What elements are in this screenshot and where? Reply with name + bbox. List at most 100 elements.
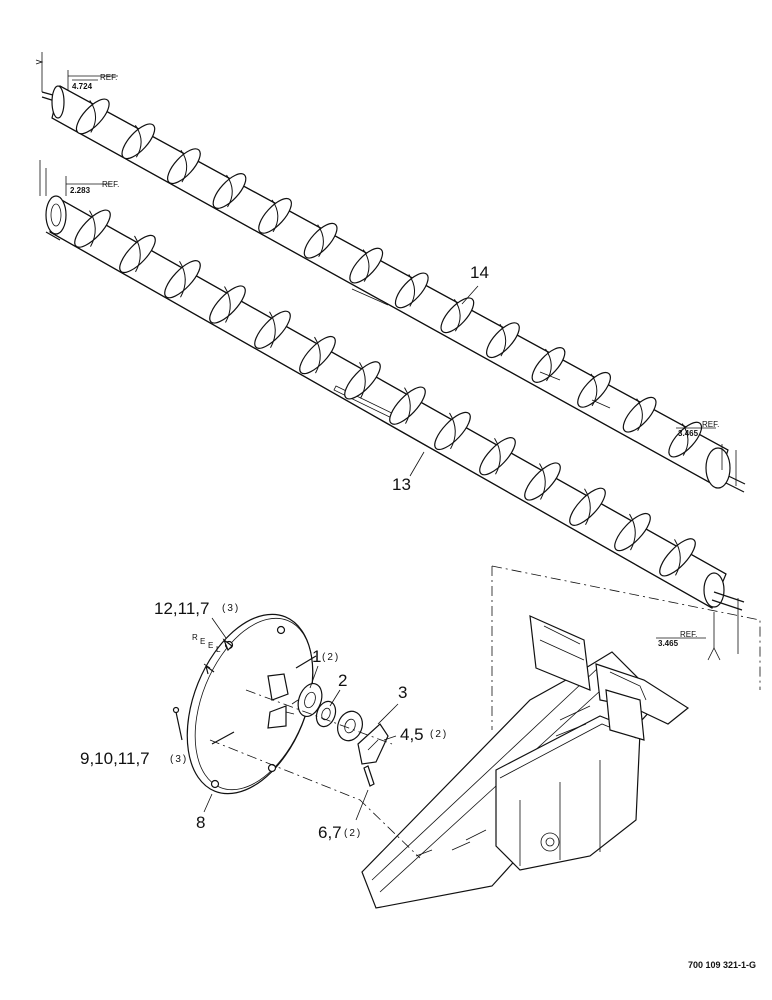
auger-flight-edge: [499, 323, 507, 357]
reel-disc: [186, 613, 317, 795]
auger-flight: [299, 335, 336, 375]
auger-flight: [486, 322, 520, 359]
lower-auger: [45, 195, 745, 611]
auger-flight: [74, 209, 111, 248]
reel-letter-2: E: [200, 637, 205, 646]
auger-flight: [167, 148, 201, 185]
auger-flight: [577, 371, 611, 408]
callout-1-qty: (2): [322, 652, 340, 663]
dimension-upper-right: 3.465 REF.: [676, 420, 737, 486]
auger-flight-edge: [317, 224, 324, 257]
callout-14-text: 14: [470, 263, 489, 282]
dim-frame-right-ref: REF.: [680, 630, 697, 639]
auger-flight: [349, 247, 384, 284]
auger-flight-edge: [89, 210, 96, 247]
callout-12-qty: (3): [222, 603, 240, 614]
auger-flight-edge: [404, 387, 411, 424]
callout-13-text: 13: [392, 475, 411, 494]
auger-flight-edge: [494, 437, 501, 475]
callout-12-text: 12,11,7: [154, 599, 209, 618]
dim-lower-left-ref: REF.: [102, 180, 119, 189]
dim-lower-left-value: 2.283: [70, 186, 91, 195]
auger-flight: [164, 260, 201, 299]
auger-flight-edge: [359, 362, 366, 399]
callout-3: 3: [377, 683, 407, 725]
upper-auger-flights: [75, 98, 703, 458]
reel-label: R E E L: [192, 633, 221, 654]
bolt-9: [172, 706, 183, 741]
drawing-part-number: 700 109 321-1-G: [688, 960, 756, 970]
callout-4-5-text: 4,5: [400, 725, 424, 744]
auger-flight: [668, 421, 703, 458]
auger-flight: [389, 386, 426, 425]
bearing: [315, 700, 337, 728]
auger-flight-edge: [674, 539, 681, 576]
auger-flight: [569, 487, 606, 526]
callout-3-text: 3: [398, 683, 407, 702]
auger-flight: [212, 173, 247, 209]
dim-upper-right-value: 3.465: [678, 429, 699, 438]
upper-auger: [41, 85, 746, 493]
auger-flight: [440, 297, 475, 334]
auger-flight-edge: [224, 286, 231, 323]
reel-arrow-icon: [205, 665, 215, 675]
callout-6-7-text: 6,7: [318, 823, 342, 842]
auger-flight-edge: [89, 100, 97, 133]
auger-flight: [119, 234, 156, 274]
callout-4-5: 4,5 (2): [383, 725, 448, 744]
callout-6-7: 6,7 (2): [318, 789, 369, 842]
callout-9: 9,10,11,7 (3): [80, 749, 188, 768]
auger-flight: [479, 437, 516, 476]
auger-flight: [258, 197, 292, 234]
auger-flight: [434, 411, 471, 451]
auger-flight-edge: [362, 249, 370, 282]
bearing-flange: [297, 682, 323, 718]
lower-auger-flights: [74, 209, 696, 577]
auger-flight: [614, 512, 651, 552]
auger-flight-edge: [636, 398, 643, 431]
dim-frame-right-value: 3.465: [658, 639, 679, 648]
callout-2: 2: [329, 671, 347, 707]
callout-4-5-qty: (2): [430, 729, 448, 740]
auger-flight-edge: [271, 199, 279, 233]
callout-8: 8: [196, 793, 213, 832]
dim-upper-left-value: 4.724: [72, 82, 93, 91]
bolt-12: [222, 638, 233, 652]
auger-flight: [254, 310, 291, 349]
header-frame-phantom: [361, 565, 761, 909]
auger-flight: [659, 538, 696, 577]
auger-flight-edge: [545, 348, 552, 382]
mount-bracket: [357, 723, 389, 787]
auger-flight: [75, 98, 110, 135]
auger-flight: [531, 347, 566, 383]
auger-flight-edge: [134, 125, 142, 158]
auger-flight-edge: [629, 513, 636, 551]
auger-flight: [394, 272, 429, 309]
dimension-lower-left: 2.283 REF.: [39, 160, 119, 196]
auger-flight-edge: [408, 274, 416, 307]
auger-flight-edge: [226, 174, 233, 208]
dim-upper-left-ref: REF.: [100, 73, 117, 82]
auger-flight-edge: [269, 311, 276, 349]
callout-13: 13: [392, 451, 425, 494]
callout-12: 12,11,7 (3): [154, 599, 240, 639]
callout-1: 1 (2): [309, 647, 340, 689]
callout-6-7-qty: (2): [344, 828, 362, 839]
auger-flight-edge: [539, 463, 546, 500]
auger-flight: [344, 361, 381, 400]
bearing-housing: [337, 710, 363, 742]
callout-1-text: 1: [312, 647, 321, 666]
auger-flight-edge: [584, 488, 591, 526]
auger-flight: [209, 285, 246, 324]
reel-letter-1: R: [192, 633, 198, 642]
dim-upper-right-ref: REF.: [702, 420, 719, 429]
callout-9-text: 9,10,11,7: [80, 749, 150, 768]
auger-flight-edge: [681, 423, 689, 456]
callout-9-qty: (3): [170, 754, 188, 765]
auger-flight-edge: [180, 149, 188, 183]
auger-flight: [524, 462, 561, 501]
auger-flight-edge: [134, 235, 141, 273]
auger-flight-edge: [590, 373, 598, 407]
callout-14: 14: [461, 263, 489, 305]
auger-flight: [622, 396, 657, 433]
